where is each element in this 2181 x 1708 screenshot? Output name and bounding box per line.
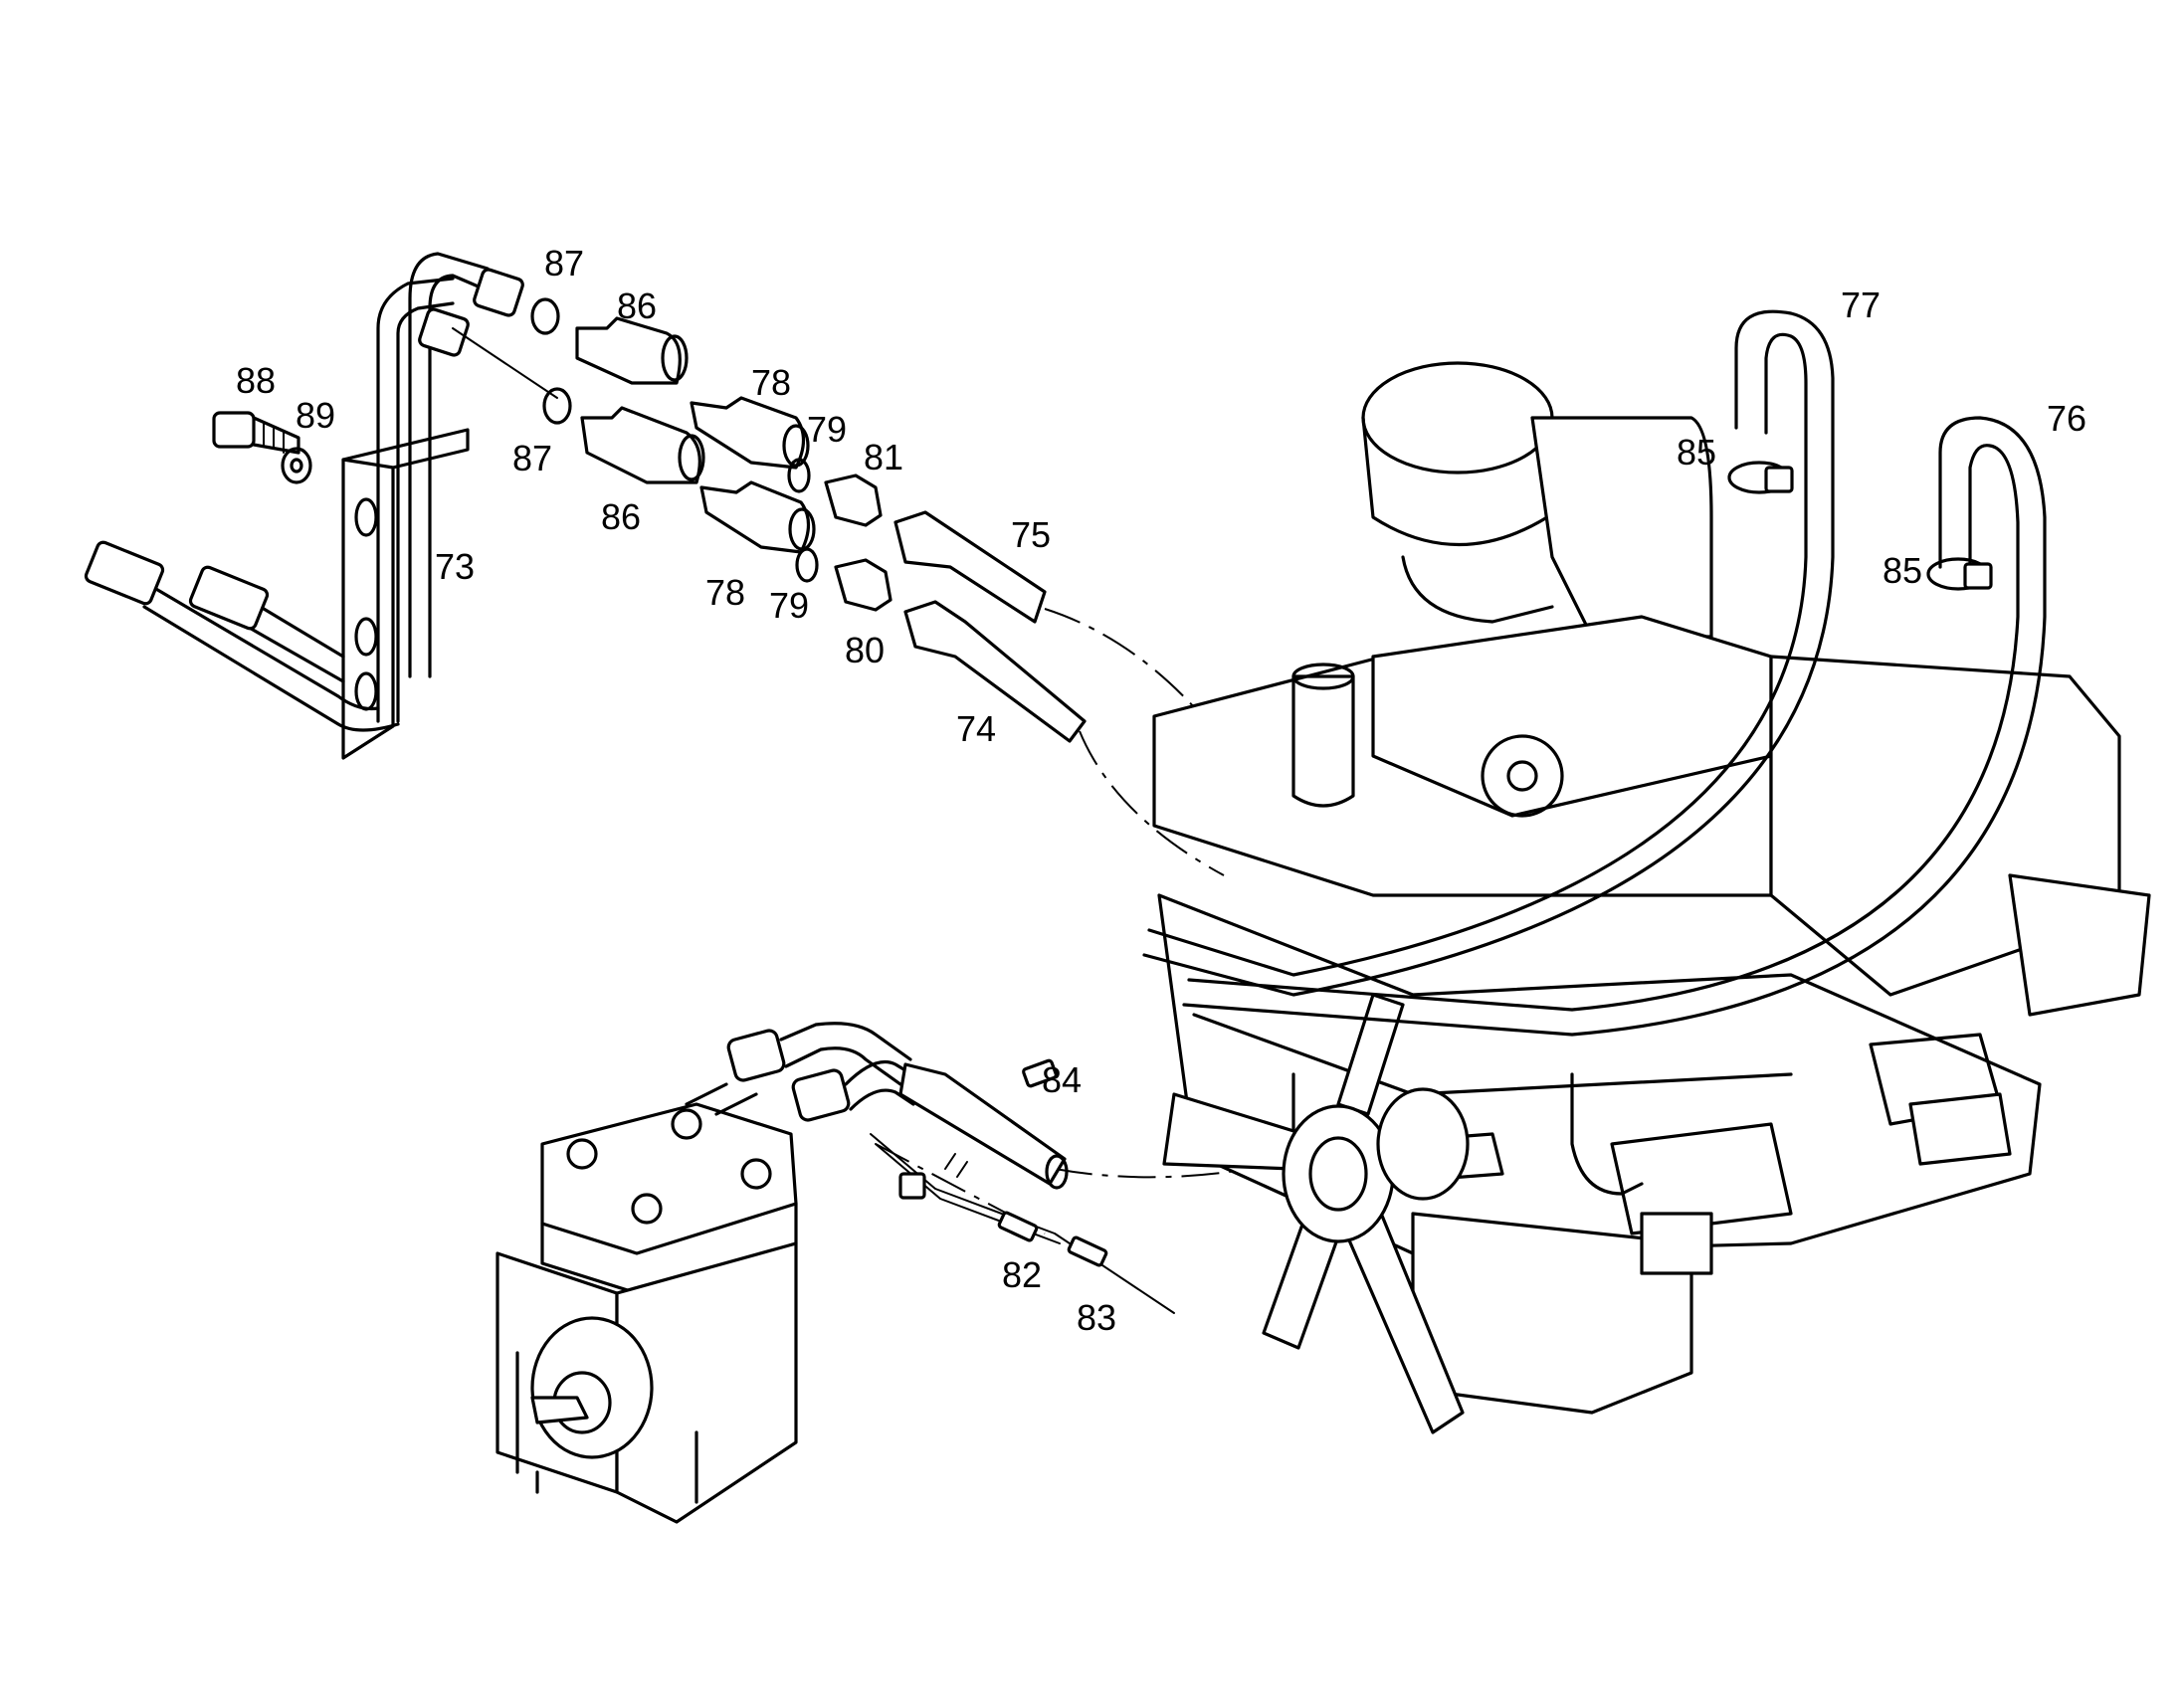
part-number-74: 74 [955,708,997,749]
bolt [212,411,300,455]
fittings-80-81 [824,474,892,612]
part-number-82: 82 [1001,1254,1043,1295]
hose-clamps [1727,461,1993,591]
hoses-74-75 [893,510,1087,743]
part-number-88: 88 [235,360,277,401]
adapters-78 [690,396,816,554]
part-number-85-left: 85 [1676,432,1717,473]
part-number-78-bottom: 78 [704,572,746,613]
o-rings-79 [787,458,819,583]
part-number-85-right: 85 [1882,550,1923,591]
compressor-hoses [685,1022,1069,1190]
part-number-84: 84 [1041,1059,1083,1100]
part-number-75: 75 [1010,514,1052,555]
part-number-78-top: 78 [750,362,792,403]
part-number-79-bottom: 79 [768,585,810,626]
pipe-bracket [341,252,490,760]
part-number-89: 89 [295,395,336,436]
part-number-86-bottom: 86 [600,496,642,537]
part-number-79-top: 79 [806,409,848,450]
ac-compressor [496,1102,798,1524]
fittings-86 [575,316,705,484]
washer [281,447,312,484]
part-number-77: 77 [1840,285,1882,325]
part-number-76: 76 [2046,398,2087,439]
part-number-86-top: 86 [616,285,658,326]
part-number-73: 73 [434,546,476,587]
coolant-hoses [1142,309,2047,1196]
sensor-wire [870,1058,1175,1314]
fan [1162,993,1504,1434]
part-number-81: 81 [863,437,904,477]
pipe-nuts [418,268,572,425]
part-number-80: 80 [844,630,886,670]
part-number-87-bottom: 87 [511,438,553,478]
part-number-83: 83 [1076,1297,1117,1338]
part-number-87-top: 87 [543,243,585,284]
horizontal-pipes [84,540,400,732]
